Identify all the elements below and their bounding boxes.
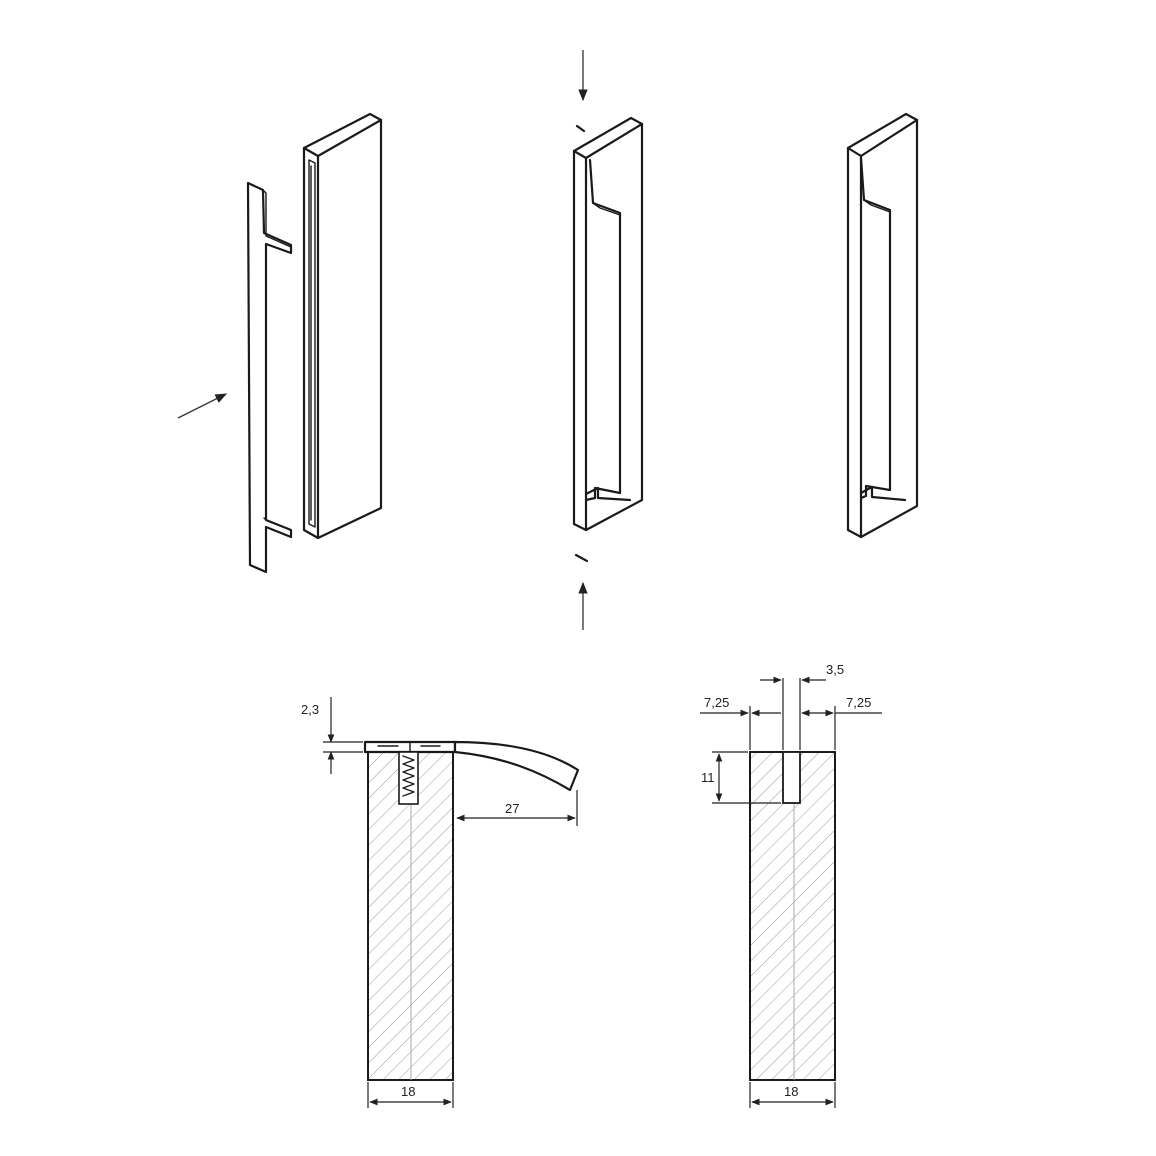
dim-slot-width-label: 3,5 <box>826 662 844 677</box>
dim-slot-depth-label: 11 <box>701 770 715 785</box>
dim-left-offset-label: 7,25 <box>704 695 729 710</box>
section-with-groove: 3,5 7,25 7,25 11 18 <box>700 662 882 1108</box>
section-with-profile: 2,3 27 18 <box>301 697 580 1108</box>
iso-view-finished <box>846 112 919 539</box>
handle-lip <box>453 740 580 792</box>
grooved-door-block <box>302 112 383 540</box>
dim-right-offset-label: 7,25 <box>846 695 871 710</box>
insert-arrow <box>177 393 228 419</box>
dim-width-right-label: 18 <box>784 1084 798 1099</box>
board-section-right <box>749 751 836 1081</box>
groove <box>782 751 801 804</box>
dim-thickness-label: 2,3 <box>301 702 319 717</box>
iso-view-assembly <box>572 50 644 630</box>
dim-projection-label: 27 <box>505 801 519 816</box>
iso-view-exploded <box>177 112 383 574</box>
bottom-end-cap <box>574 553 589 563</box>
dim-width-left-label: 18 <box>401 1084 415 1099</box>
top-end-cap <box>575 124 586 133</box>
handle-profile-strip <box>246 181 293 574</box>
